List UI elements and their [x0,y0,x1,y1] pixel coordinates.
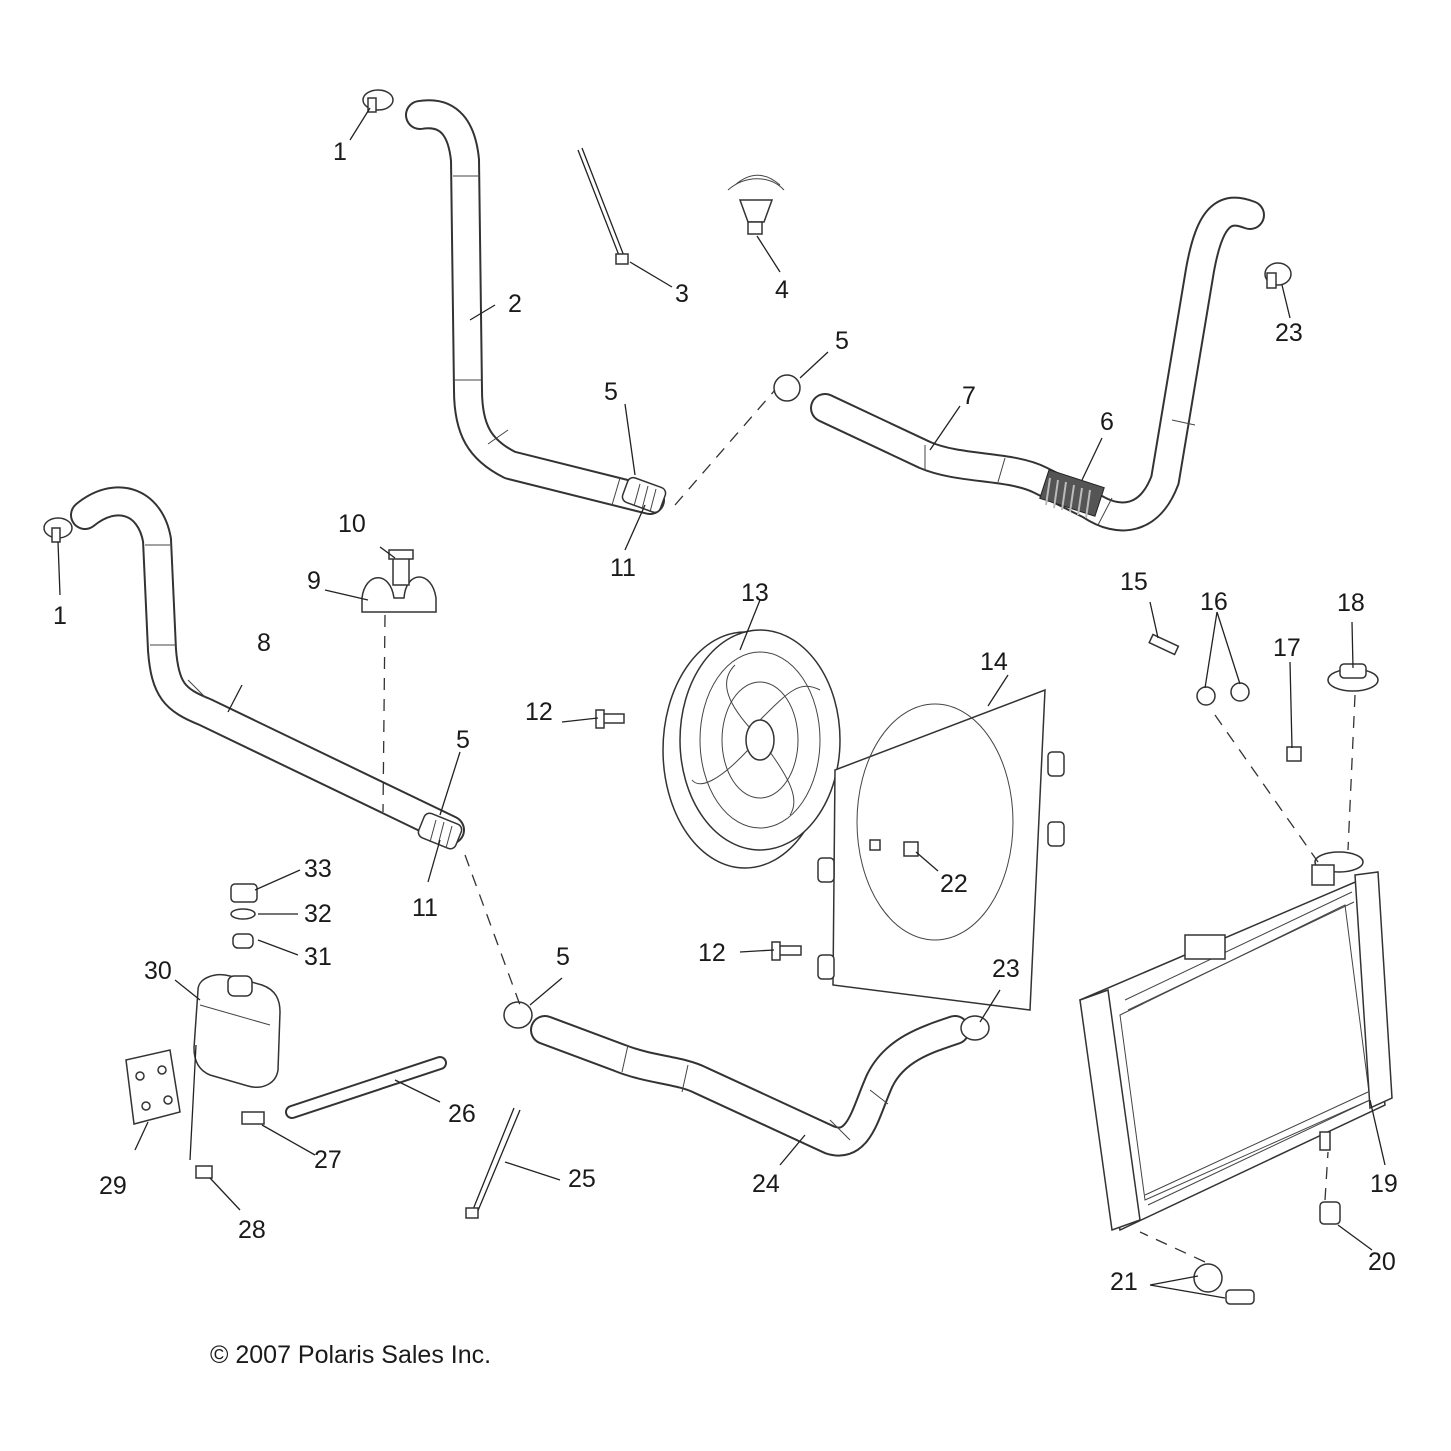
label-31: 31 [304,943,332,971]
hose-2 [405,99,665,515]
label-5-a: 5 [835,327,849,355]
label-17: 17 [1273,634,1301,662]
dashed-assembly-lines [382,389,1356,1263]
label-30: 30 [144,957,172,985]
label-21: 21 [1110,1268,1138,1296]
label-9: 9 [307,567,321,595]
label-8: 8 [257,629,271,657]
push-rivet-4 [727,174,785,235]
label-2: 2 [508,290,522,318]
radiator-cap-18 [1327,663,1379,692]
cable-tie-3 [577,147,629,265]
hose-clamps [43,89,1292,1041]
label-13: 13 [741,579,769,607]
callout-labels: 1 2 3 4 5 5 5 5 5 6 7 23 11 11 10 9 1 8 … [53,138,1398,1296]
label-14: 14 [980,648,1008,676]
label-7: 7 [962,382,976,410]
hose-end-fittings [417,476,667,850]
label-23-bottom: 23 [992,955,1020,983]
label-1-top: 1 [333,138,347,166]
label-11-top: 11 [610,554,636,582]
fasteners-15-16-17 [1148,633,1302,762]
label-19: 19 [1370,1170,1398,1198]
label-28: 28 [238,1216,266,1244]
cable-tie-25 [465,1107,521,1219]
hose-6-corrugated [1039,469,1105,519]
label-1-left: 1 [53,602,67,630]
label-3: 3 [675,280,689,308]
label-20: 20 [1368,1248,1396,1276]
label-22: 22 [940,870,968,898]
label-25: 25 [568,1165,596,1193]
label-5-c: 5 [456,726,470,754]
label-18: 18 [1337,589,1365,617]
hose-24 [530,1015,970,1157]
copyright-notice: © 2007 Polaris Sales Inc. [210,1341,491,1369]
label-15: 15 [1120,568,1148,596]
label-16: 16 [1200,588,1228,616]
overflow-hose-26 [285,1056,447,1119]
reservoir-cap-parts-31-32-33 [230,883,258,949]
label-32: 32 [304,900,332,928]
hose-7 [810,196,1265,532]
bracket-9-and-bolt-10 [361,549,437,613]
label-23-top: 23 [1275,319,1303,347]
fittings-27-28 [195,1111,265,1179]
fan-shroud-14 [817,688,1065,1011]
label-26: 26 [448,1100,476,1128]
label-24: 24 [752,1170,780,1198]
label-10: 10 [338,510,366,538]
mounting-pad-29 [125,1049,181,1125]
radiator-19 [1079,851,1393,1232]
label-27: 27 [314,1146,342,1174]
plugs-20-21 [1193,1201,1341,1305]
label-29: 29 [99,1172,127,1200]
label-5-b: 5 [604,378,618,406]
label-12-top: 12 [525,698,553,726]
hose-8 [70,486,465,845]
label-5-d: 5 [556,943,570,971]
label-4: 4 [775,276,789,304]
cooling-fan-13 [662,629,841,869]
label-12-bottom: 12 [698,939,726,967]
label-11-bottom: 11 [412,894,438,922]
label-6: 6 [1100,408,1114,436]
label-33: 33 [304,855,332,883]
leader-lines [57,107,1386,1299]
coolant-reservoir-30 [193,974,281,1088]
bolts-12 [595,709,802,961]
